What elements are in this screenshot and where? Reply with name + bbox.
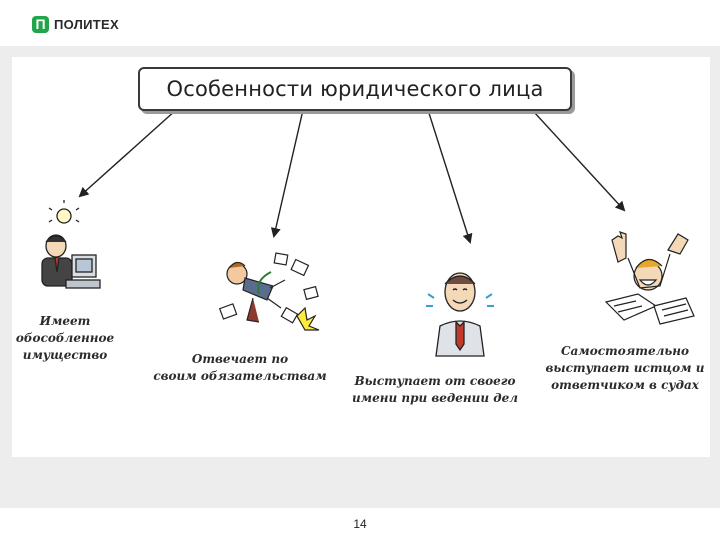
arrow-4: [533, 111, 626, 212]
arrow-1: [78, 109, 177, 198]
logo-text: ПОЛИТЕХ: [54, 16, 119, 32]
smiling-man-tie-icon: [426, 272, 494, 357]
cheering-man-papers-icon: [604, 231, 695, 325]
caption-plaintiff-defendant: Самостоятельно выступает истцом и ответч…: [545, 344, 705, 392]
logo-mark: П: [32, 15, 49, 33]
diagram-title: Особенности юридического лица: [138, 67, 572, 111]
businessman-computer-idea-icon: [41, 200, 101, 289]
diagram-panel: [12, 57, 710, 457]
man-falling-papers-icon: [218, 252, 320, 331]
politech-logo: П ПОЛИТЕХ: [32, 13, 119, 35]
arrow-3: [427, 109, 473, 244]
arrow-2: [270, 109, 304, 238]
caption-acts-own-name: Выступает от своего имени при ведении де…: [351, 374, 519, 405]
page-number: 14: [353, 517, 367, 531]
caption-liable-obligations: Отвечает по своим обязательствам: [153, 352, 327, 383]
caption-separate-property: Имеет обособленное имущество: [15, 314, 115, 362]
